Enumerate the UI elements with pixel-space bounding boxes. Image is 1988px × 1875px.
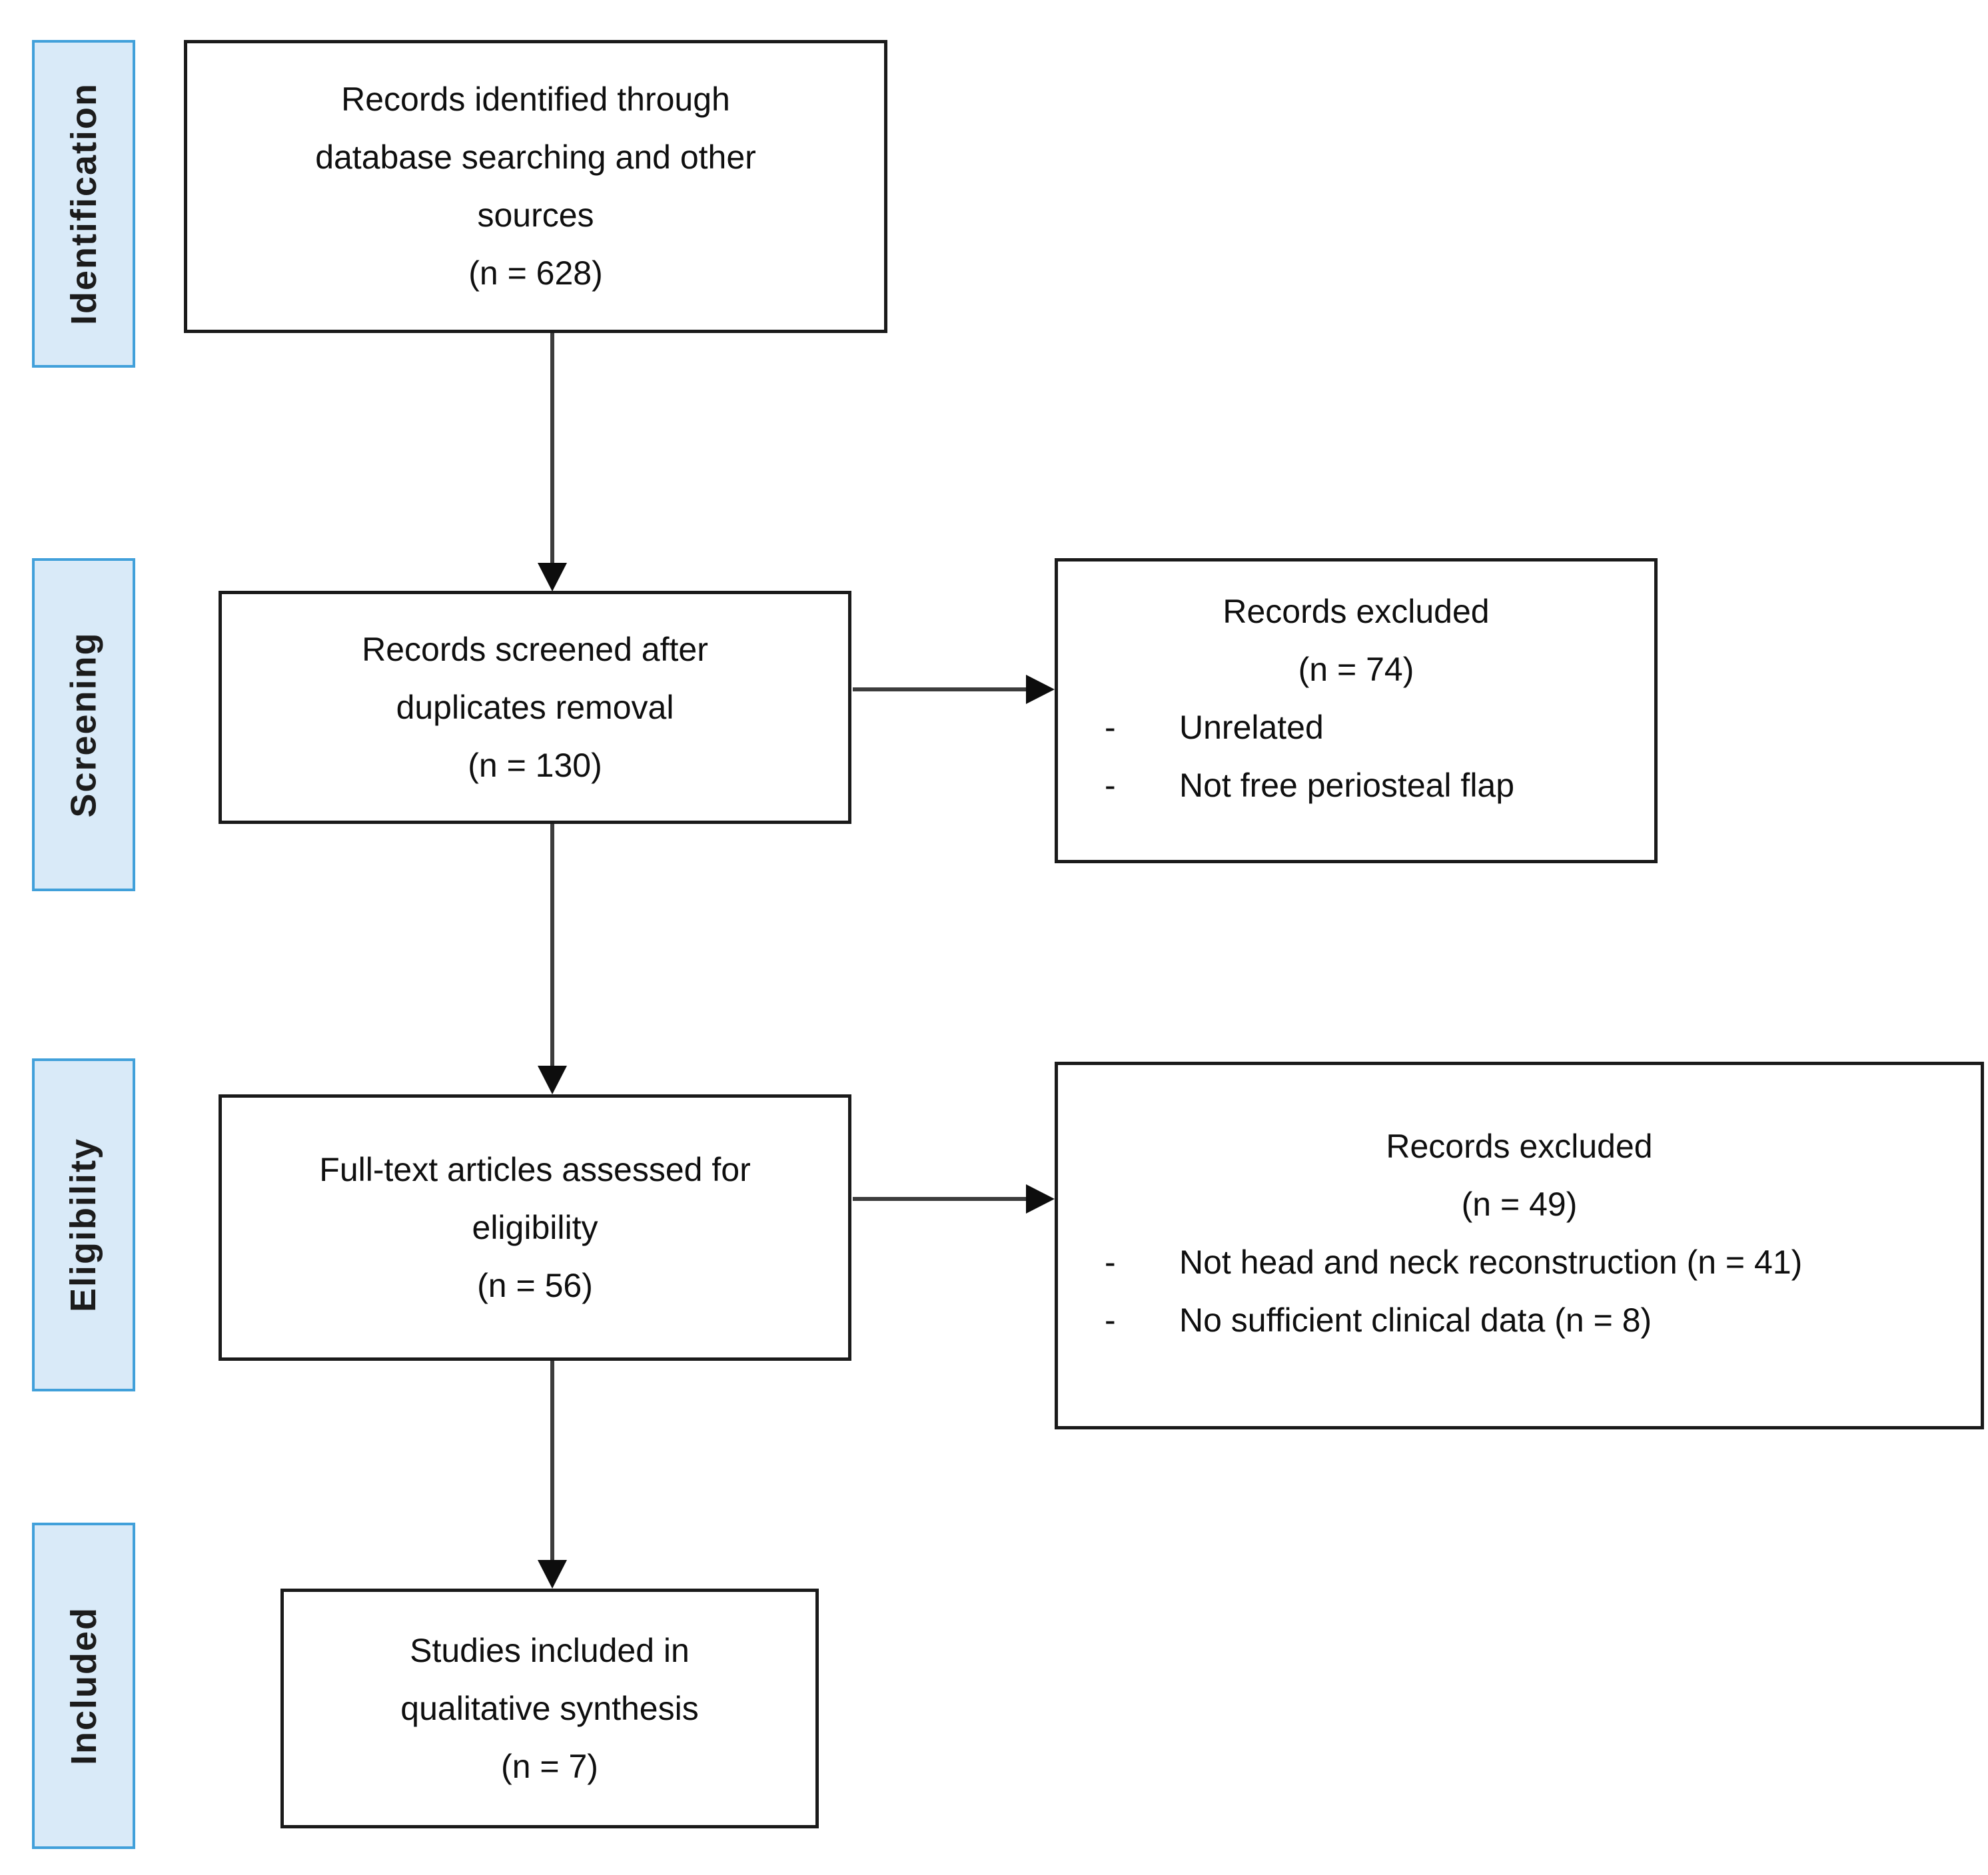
flow-box-studies-included: Studies included in qualitative synthesi… [280, 1589, 819, 1828]
arrow-shaft [853, 687, 1026, 691]
stage-eligibility-label: Eligibility [63, 1137, 104, 1313]
flow-box-line: Full-text articles assessed for [319, 1150, 751, 1188]
arrow-down-icon [538, 1066, 567, 1094]
arrow-down-icon [538, 563, 567, 591]
flow-box-count: (n = 7) [501, 1747, 598, 1785]
flow-box-line: duplicates removal [396, 688, 674, 726]
flow-box-records-screened: Records screened after duplicates remova… [219, 591, 851, 824]
arrow-shaft [550, 824, 554, 1066]
bullet-dash: - [1105, 1244, 1116, 1281]
exclusion-title: Records excluded [1223, 593, 1490, 630]
exclusion-bullet-text: Not head and neck reconstruction (n = 41… [1179, 1244, 1803, 1281]
stage-included-label: Included [63, 1606, 104, 1766]
bullet-dash: - [1105, 1302, 1116, 1339]
exclusion-bullet: - Unrelated [1058, 699, 1654, 757]
flow-box-line: Records identified through [341, 81, 730, 118]
exclusion-box-eligibility: Records excluded (n = 49) - Not head and… [1055, 1062, 1984, 1429]
exclusion-title: Records excluded [1386, 1128, 1653, 1165]
arrow-right-icon [1026, 675, 1055, 704]
flow-box-line: Studies included in [410, 1631, 690, 1669]
exclusion-bullet: - Not head and neck reconstruction (n = … [1058, 1234, 1981, 1292]
flow-box-line: qualitative synthesis [400, 1689, 699, 1727]
stage-identification-label: Identification [63, 83, 104, 325]
flow-box-count: (n = 130) [468, 746, 602, 784]
exclusion-count: (n = 74) [1298, 651, 1414, 688]
bullet-dash: - [1105, 709, 1116, 746]
stage-screening: Screening [32, 558, 135, 891]
flow-box-line: sources [477, 196, 594, 234]
stage-identification: Identification [32, 40, 135, 368]
arrow-shaft [550, 1361, 554, 1560]
bullet-dash: - [1105, 767, 1116, 804]
stage-eligibility: Eligibility [32, 1058, 135, 1391]
stage-screening-label: Screening [63, 631, 104, 818]
exclusion-bullet-text: Unrelated [1179, 709, 1324, 746]
flow-box-records-identified: Records identified through database sear… [184, 40, 887, 333]
arrow-down-icon [538, 1560, 567, 1589]
exclusion-bullet-text: Not free periosteal flap [1179, 767, 1515, 804]
arrow-right-icon [1026, 1184, 1055, 1214]
exclusion-bullet: - No sufficient clinical data (n = 8) [1058, 1292, 1981, 1349]
flow-box-line: database searching and other [315, 139, 756, 176]
exclusion-bullet: - Not free periosteal flap [1058, 757, 1654, 815]
stage-included: Included [32, 1523, 135, 1849]
exclusion-box-screening: Records excluded (n = 74) - Unrelated - … [1055, 558, 1658, 863]
flow-box-count: (n = 56) [477, 1266, 593, 1304]
flow-box-line: Records screened after [362, 630, 708, 668]
exclusion-bullet-text: No sufficient clinical data (n = 8) [1179, 1302, 1652, 1339]
flow-box-fulltext-assessed: Full-text articles assessed for eligibil… [219, 1094, 851, 1361]
flow-box-line: eligibility [472, 1208, 598, 1246]
arrow-shaft [853, 1197, 1026, 1201]
exclusion-count: (n = 49) [1461, 1186, 1578, 1223]
arrow-shaft [550, 333, 554, 563]
flow-box-count: (n = 628) [468, 254, 603, 292]
